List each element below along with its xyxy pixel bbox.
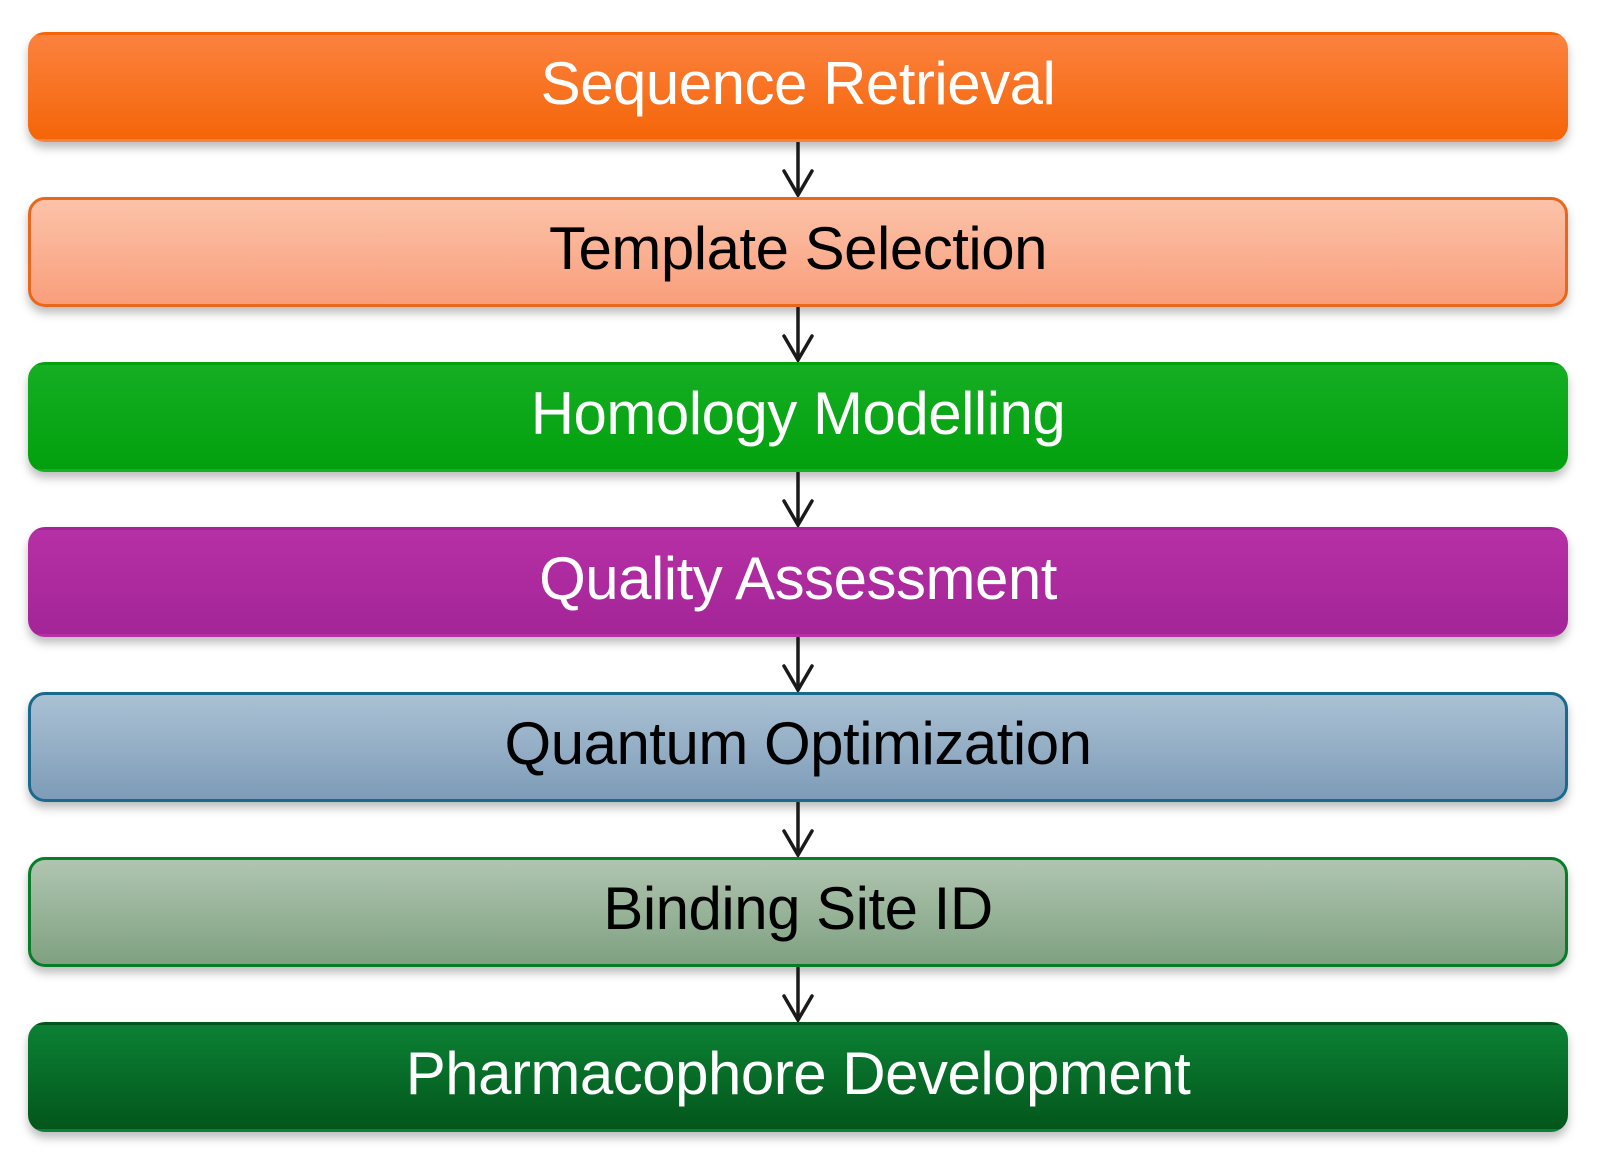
step-label: Template Selection [549,215,1047,282]
flow-step-template-selection: Template Selection [28,197,1568,307]
flow-step-binding-site-id: Binding Site ID [28,857,1568,967]
step-label: Pharmacophore Development [405,1040,1191,1107]
step-label: Quality Assessment [539,545,1057,612]
step-label: Homology Modelling [530,380,1066,447]
down-arrow-icon [782,967,814,1022]
down-arrow-icon [782,142,814,197]
arrow-zone [28,472,1568,527]
arrow-zone [28,142,1568,197]
arrow-zone [28,307,1568,362]
flow-step-pharmacophore-development: Pharmacophore Development [28,1022,1568,1132]
arrow-zone [28,802,1568,857]
step-label: Quantum Optimization [504,710,1092,777]
down-arrow-icon [782,637,814,692]
flow-step-quantum-optimization: Quantum Optimization [28,692,1568,802]
step-label: Sequence Retrieval [540,50,1056,117]
flow-step-sequence-retrieval: Sequence Retrieval [28,32,1568,142]
down-arrow-icon [782,802,814,857]
step-label: Binding Site ID [603,875,993,942]
arrow-zone [28,637,1568,692]
down-arrow-icon [782,472,814,527]
arrow-zone [28,967,1568,1022]
flow-step-quality-assessment: Quality Assessment [28,527,1568,637]
down-arrow-icon [782,307,814,362]
flow-step-homology-modelling: Homology Modelling [28,362,1568,472]
